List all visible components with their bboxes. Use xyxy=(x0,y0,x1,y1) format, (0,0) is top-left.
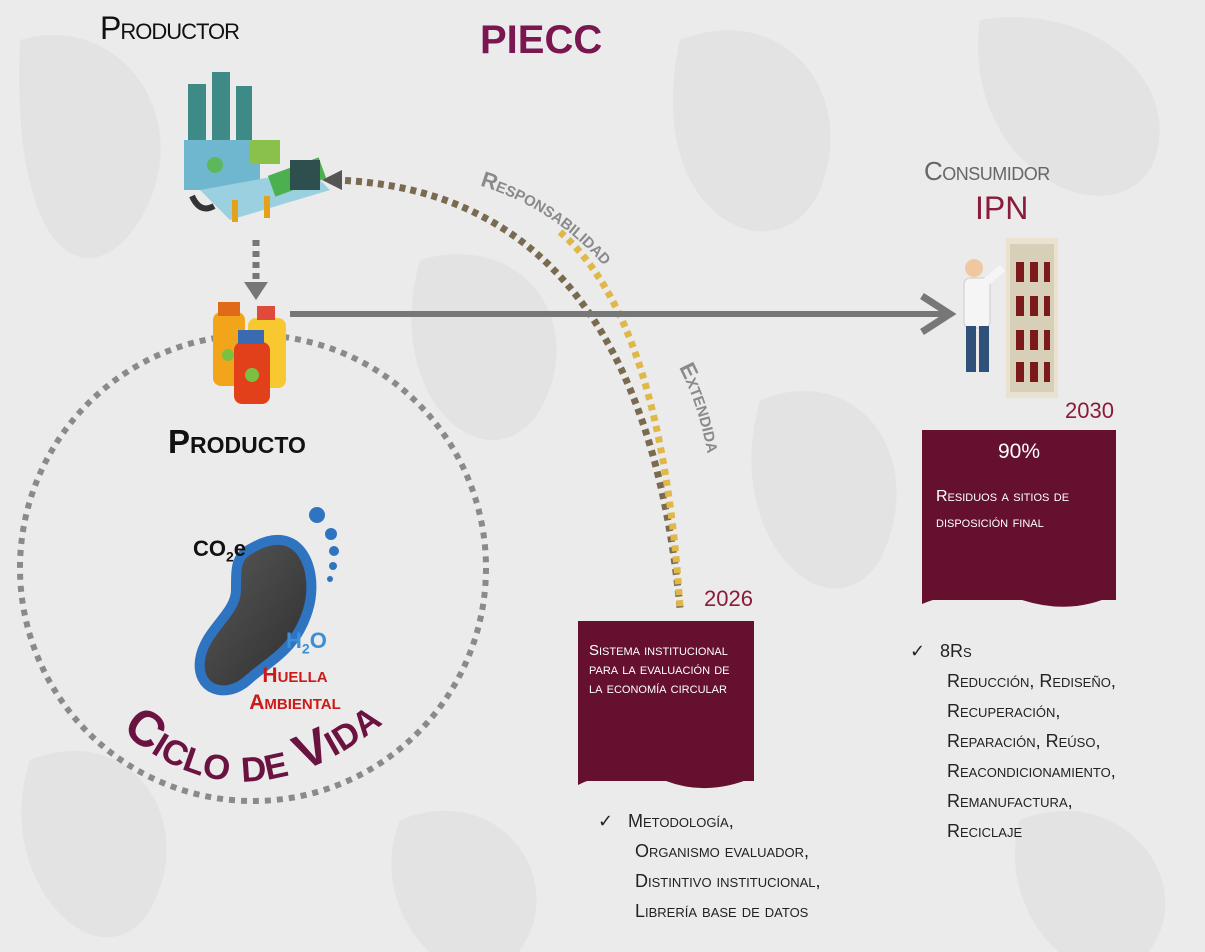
consumidor-title: Consumidor xyxy=(924,156,1050,186)
milestone-2026-list: ✓Metodología, Organismo evaluador, Disti… xyxy=(598,806,898,926)
factory-icon xyxy=(184,72,330,222)
list-item: Organismo evaluador, xyxy=(635,841,810,861)
milestone-2030-percent: 90% xyxy=(997,440,1041,463)
list-item: ✓Metodología, xyxy=(598,806,898,836)
milestone-2030-box: 90% Residuos a sitios de disposición fin… xyxy=(922,430,1116,607)
milestone-2026-text: Sistema institucional para la evaluación… xyxy=(589,642,730,697)
huella-ambiental-label: Huella Ambiental xyxy=(249,664,341,714)
list-item: Reparación, Reúso, xyxy=(947,731,1101,751)
extendida-label: Extendida xyxy=(674,358,727,454)
list-item: Recuperación, xyxy=(947,701,1061,721)
box-wave-2030 xyxy=(922,590,1116,607)
arrowhead-consumer xyxy=(920,293,957,335)
consumer-shopping-icon xyxy=(963,238,1058,398)
check-icon: ✓ xyxy=(598,811,614,831)
milestone-2026-box: Sistema institucional para la evaluación… xyxy=(578,621,754,789)
list-item: Reciclaje xyxy=(947,821,1023,841)
ipn-title: IPN xyxy=(975,190,1029,226)
piecc-title: PIECC xyxy=(480,18,603,62)
arrowhead-productor xyxy=(322,170,342,190)
co2e-label: CO2e xyxy=(193,536,247,565)
year-2026: 2026 xyxy=(704,586,753,611)
box-wave-2026 xyxy=(578,771,754,789)
list-item: Librería base de datos xyxy=(635,901,809,921)
year-2030: 2030 xyxy=(1065,398,1114,423)
responsabilidad-label: Responsabilidad xyxy=(478,166,619,269)
product-bottles-icon xyxy=(213,302,286,404)
check-icon: ✓ xyxy=(910,641,926,661)
list-item: ✓8Rs xyxy=(910,636,1200,666)
extended-responsibility-arc xyxy=(333,176,684,609)
list-item: Remanufactura, xyxy=(947,791,1073,811)
milestone-2030-text: Residuos a sitios de disposición final xyxy=(936,488,1070,531)
producto-label: Producto xyxy=(168,423,306,460)
h2o-label: H2O xyxy=(286,628,327,657)
list-item: Distintivo institucional, xyxy=(635,871,821,891)
footprint-icon xyxy=(194,507,339,696)
list-item: Reacondicionamiento, xyxy=(947,761,1116,781)
arrowhead-down xyxy=(244,282,268,300)
extended-responsibility-arc-gold xyxy=(557,229,684,609)
list-item: Reducción, Rediseño, xyxy=(947,671,1116,691)
productor-title: Productor xyxy=(100,10,240,46)
milestone-2030-list: ✓8Rs Reducción, Rediseño, Recuperación, … xyxy=(910,636,1200,846)
